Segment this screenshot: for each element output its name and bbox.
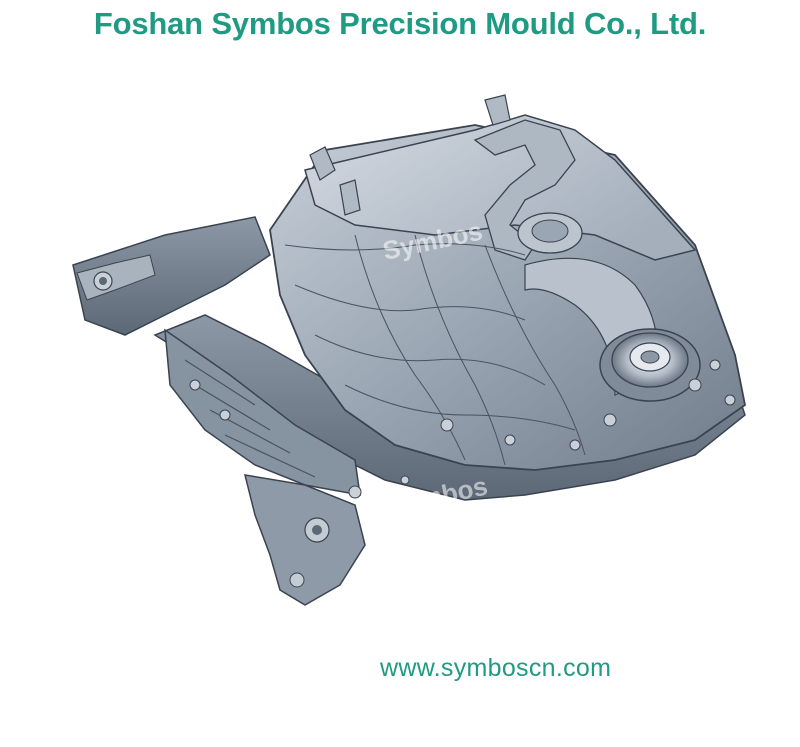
bottom-bracket [243, 474, 366, 606]
front-wall [164, 328, 361, 496]
website-url[interactable]: www.symboscn.com [380, 654, 612, 682]
drain-port [599, 328, 701, 402]
oil-pan-render: Symbos Symbos [72, 94, 746, 606]
top-rim [304, 114, 697, 261]
left-flange [72, 216, 271, 336]
company-title: Foshan Symbos Precision Mould Co., Ltd. [93, 6, 707, 41]
